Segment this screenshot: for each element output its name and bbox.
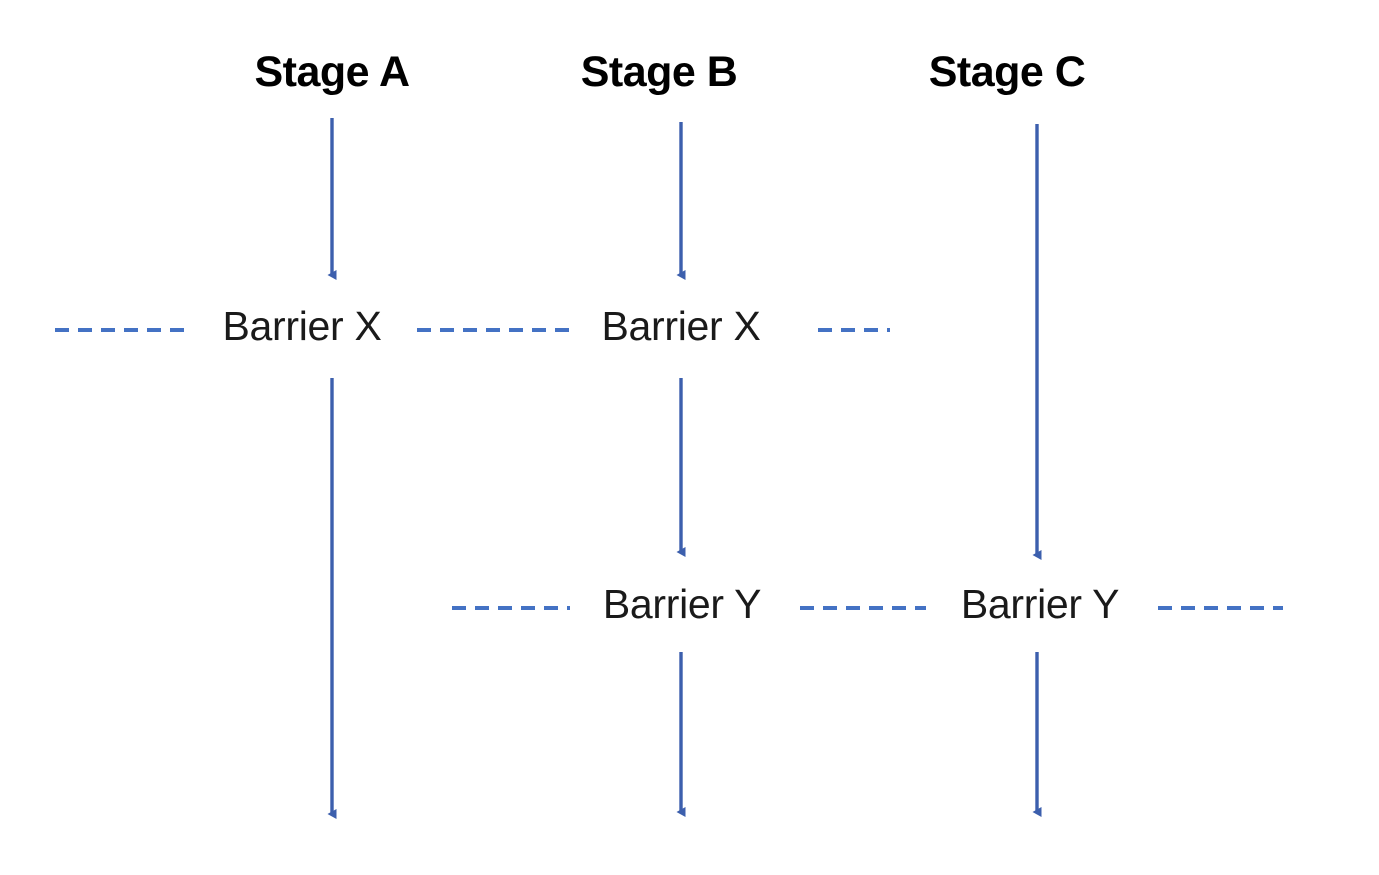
barrier-label-x-column-b: Barrier X — [601, 303, 761, 349]
stage-header-c: Stage C — [928, 48, 1086, 96]
barrier-label-y-column-b: Barrier Y — [602, 581, 762, 627]
stage-header-a: Stage A — [254, 48, 411, 96]
stage-header-b: Stage B — [580, 48, 738, 96]
barrier-label-x-column-a: Barrier X — [222, 303, 382, 349]
barrier-label-y-column-c: Barrier Y — [960, 581, 1120, 627]
